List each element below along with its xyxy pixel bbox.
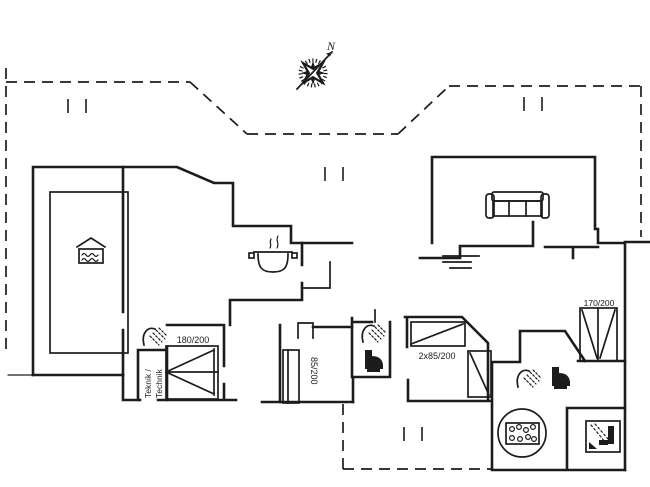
wall-left-block <box>31 165 354 377</box>
toilet-icon <box>552 367 570 389</box>
bed-queen-label: 170/200 <box>584 298 615 308</box>
wall-living-block <box>430 155 650 472</box>
bed-single-85 <box>282 349 300 404</box>
bed-double-180 <box>164 345 219 400</box>
bed-bunk-label: 2x85/200 <box>418 351 455 361</box>
bed-bunk-2x85 <box>409 321 492 398</box>
compass-north-label: N <box>326 39 336 53</box>
bed-double-label: 180/200 <box>177 335 210 345</box>
wall-bed180-room <box>136 323 226 402</box>
toilet-icon <box>365 350 383 372</box>
steps-icon <box>442 255 480 269</box>
compass-rose-icon: N <box>295 39 336 91</box>
shower-cabin-icon <box>585 420 621 453</box>
wall-kitchen-divider <box>228 241 304 327</box>
wall-bath-mid <box>350 316 392 404</box>
door-jamb-85 <box>297 322 314 339</box>
wall-bottom-left <box>121 373 355 404</box>
shower-icon <box>142 327 168 346</box>
building-walls <box>7 155 650 472</box>
pool-basin <box>49 191 129 354</box>
technik-label-line1: Teknik / <box>143 369 153 398</box>
whirlpool-icon <box>497 408 547 458</box>
technik-label-line2: Technik <box>154 368 164 398</box>
wall-dining-step <box>418 220 600 260</box>
wall-85-room <box>278 323 354 404</box>
bed-single-label: 85/200 <box>309 357 319 385</box>
sofa-icon <box>485 191 550 219</box>
bed-queen-170 <box>579 307 618 362</box>
terrace-outline <box>5 68 642 470</box>
wall-bath-right-block <box>490 329 627 472</box>
shower-icon <box>361 324 387 343</box>
wall-kitchen-island <box>303 261 331 289</box>
pool-icon <box>75 236 107 264</box>
shower-icon <box>516 369 542 388</box>
cooking-pot-icon <box>248 235 298 273</box>
wall-bunk-room <box>403 315 492 403</box>
